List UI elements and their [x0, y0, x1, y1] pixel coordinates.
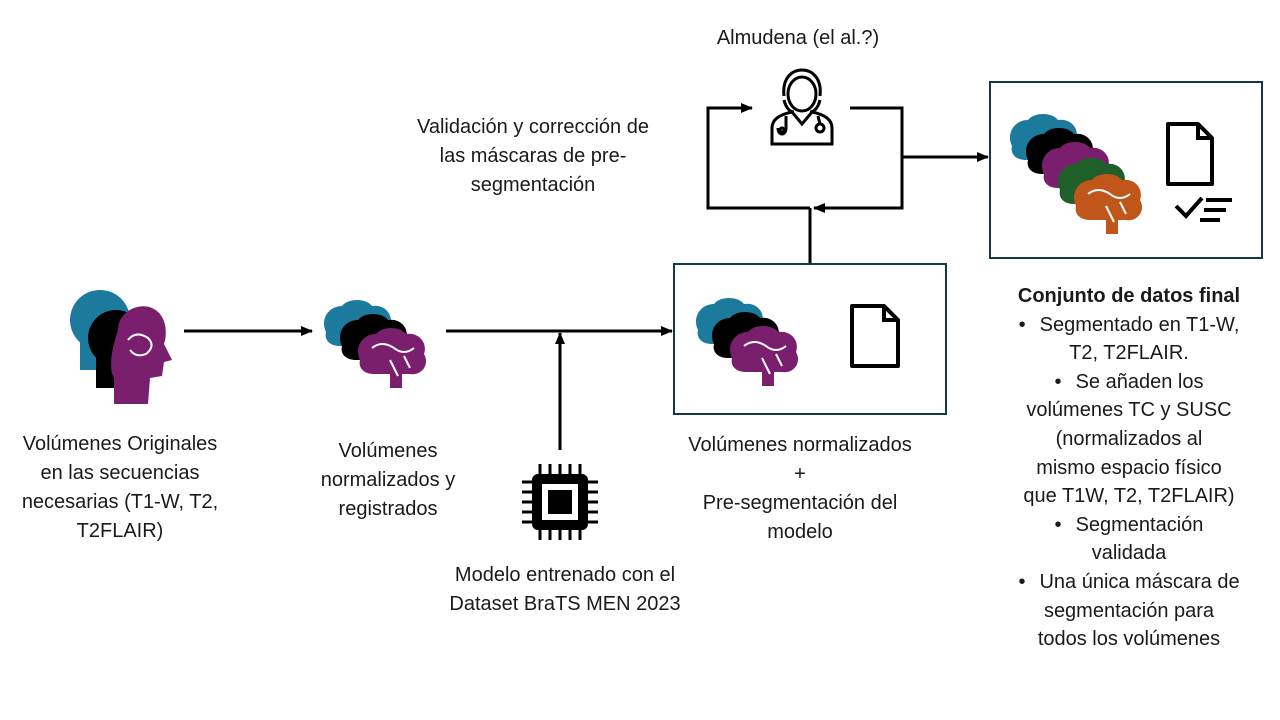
document-icon: [1166, 122, 1214, 186]
label-normalized-registered: Volúmenes normalizados y registrados: [320, 440, 456, 520]
final-dataset-list: •Segmentado en T1-W, T2, T2FLAIR. •Se añ…: [996, 311, 1262, 654]
chip-icon: [522, 464, 598, 540]
final-dataset-summary: Conjunto de datos final •Segmentado en T…: [996, 282, 1262, 654]
final-dataset-box: [989, 81, 1263, 259]
list-item: •Se añaden los volúmenes TC y SUSC (norm…: [1023, 370, 1235, 508]
label-reviewer: Almudena (el al.?): [716, 27, 880, 49]
brain-stack-icon: [323, 300, 427, 388]
checklist-icon: [1174, 196, 1232, 222]
list-item: •Segmentado en T1-W, T2, T2FLAIR.: [1018, 313, 1240, 365]
document-icon: [850, 304, 900, 368]
final-dataset-title: Conjunto de datos final: [1017, 285, 1241, 307]
loop-to-doctor: [706, 103, 810, 210]
list-item: •Una única máscara de segmentación para …: [1018, 570, 1240, 651]
brain-head-stack-icon: [70, 290, 172, 404]
label-normalized-presegmentation: Volúmenes normalizados + Pre-segmentació…: [688, 434, 912, 543]
label-model: Modelo entrenado con el Dataset BraTS ME…: [449, 564, 681, 615]
presegmentation-box: [673, 263, 947, 415]
brain-stack-icon: [695, 298, 799, 386]
doctor-icon: [770, 68, 834, 146]
list-item: •Segmentación validada: [1054, 513, 1204, 565]
label-original-volumes: Volúmenes Originales en las secuencias n…: [21, 433, 219, 542]
brain-stack-icon: [1009, 114, 1143, 234]
label-validation: Validación y corrección de las máscaras …: [417, 116, 649, 196]
